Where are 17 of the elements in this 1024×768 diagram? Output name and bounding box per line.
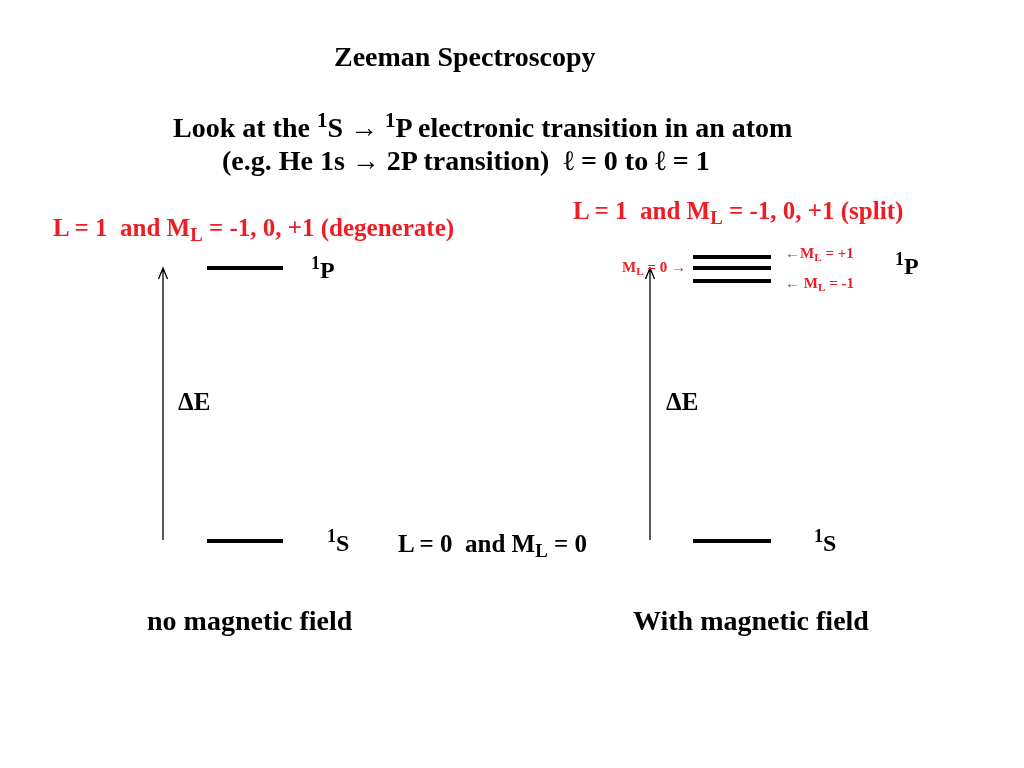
sublevel-label: ←M$_{L}$ = +1 [785,245,854,261]
level-label: $^{1}$P [895,254,919,278]
state-heading: L = 1 and M$_{L}$ = -1, 0, +1 (split) [573,197,904,223]
description-text: Look at the $^{1}$S → $^{1}$P electronic transition in an atom [173,114,793,142]
level-label: $^{1}$S [327,531,350,555]
sublevel-label: M$_{L}$ = 0 → [622,259,686,275]
panel-caption: no magnetic field [147,607,353,635]
energy-gap-label: ΔE [178,388,211,414]
description-text: (e.g. He 1s → 2P transition) ℓ = 0 to ℓ = 1 [222,147,710,175]
state-heading: L = 1 and M$_{L}$ = -1, 0, +1 (degenerate) [53,214,455,240]
panel-caption: With magnetic field [633,607,869,635]
state-label: L = 0 and M$_{L}$ = 0 [398,530,587,556]
level-label: $^{1}$P [311,258,335,282]
title: Zeeman Spectroscopy [334,43,596,71]
level-label: $^{1}$S [814,531,837,555]
energy-gap-label: ΔE [666,388,699,414]
sublevel-label: ← M$_{L}$ = -1 [785,275,854,291]
